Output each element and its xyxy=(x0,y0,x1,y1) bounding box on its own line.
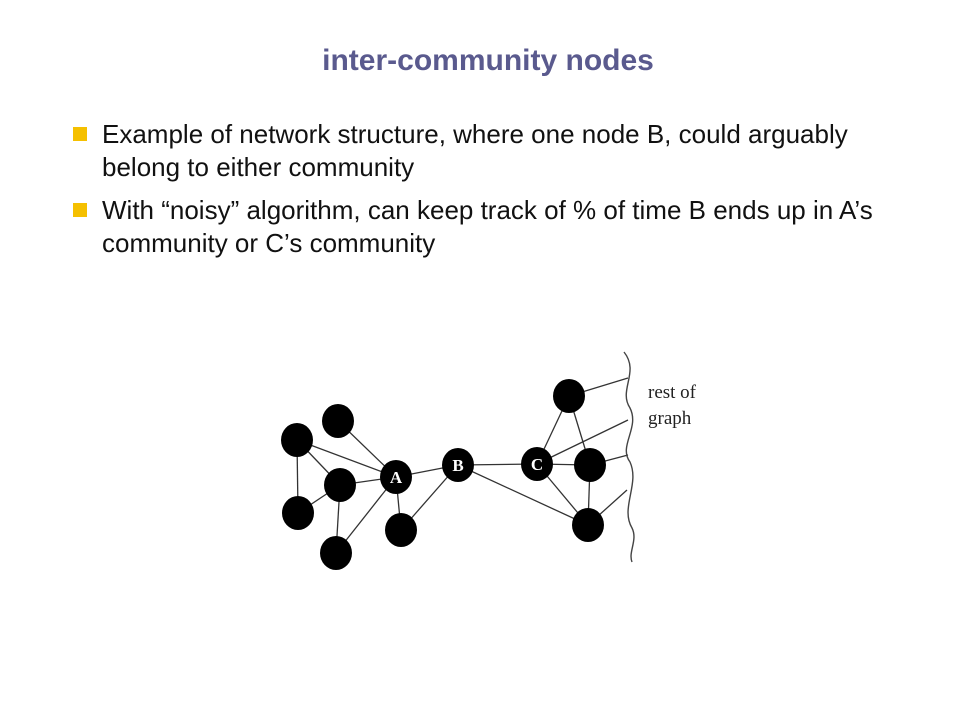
bullet-item-1: Example of network structure, where one … xyxy=(70,118,920,184)
rest-of-graph-label-line1: rest of xyxy=(648,382,697,403)
square-bullet-icon xyxy=(73,203,87,217)
graph-node xyxy=(320,536,352,570)
graph-node xyxy=(572,508,604,542)
bullet-list: Example of network structure, where one … xyxy=(70,118,920,270)
graph-nodes xyxy=(281,379,606,570)
graph-node-a xyxy=(380,460,412,494)
bullet-text-1: Example of network structure, where one … xyxy=(102,119,848,182)
graph-node xyxy=(324,468,356,502)
graph-node xyxy=(574,448,606,482)
graph-node xyxy=(281,423,313,457)
edge xyxy=(296,439,397,478)
graph-node xyxy=(322,404,354,438)
graph-node-c xyxy=(521,447,553,481)
node-label-c: C xyxy=(531,455,543,474)
graph-node xyxy=(282,496,314,530)
node-label-a: A xyxy=(390,468,403,487)
slide-title: inter-community nodes xyxy=(322,44,654,77)
graph-node xyxy=(385,513,417,547)
graph-node-b xyxy=(442,448,474,482)
bullet-item-2: With “noisy” algorithm, can keep track o… xyxy=(70,194,920,260)
graph-node xyxy=(553,379,585,413)
edge xyxy=(457,464,589,526)
rest-of-graph-label-line2: graph xyxy=(648,408,692,429)
node-label-b: B xyxy=(452,456,463,475)
square-bullet-icon xyxy=(73,127,87,141)
graph-boundary-curve xyxy=(623,351,635,563)
bullet-text-2: With “noisy” algorithm, can keep track o… xyxy=(102,195,873,258)
